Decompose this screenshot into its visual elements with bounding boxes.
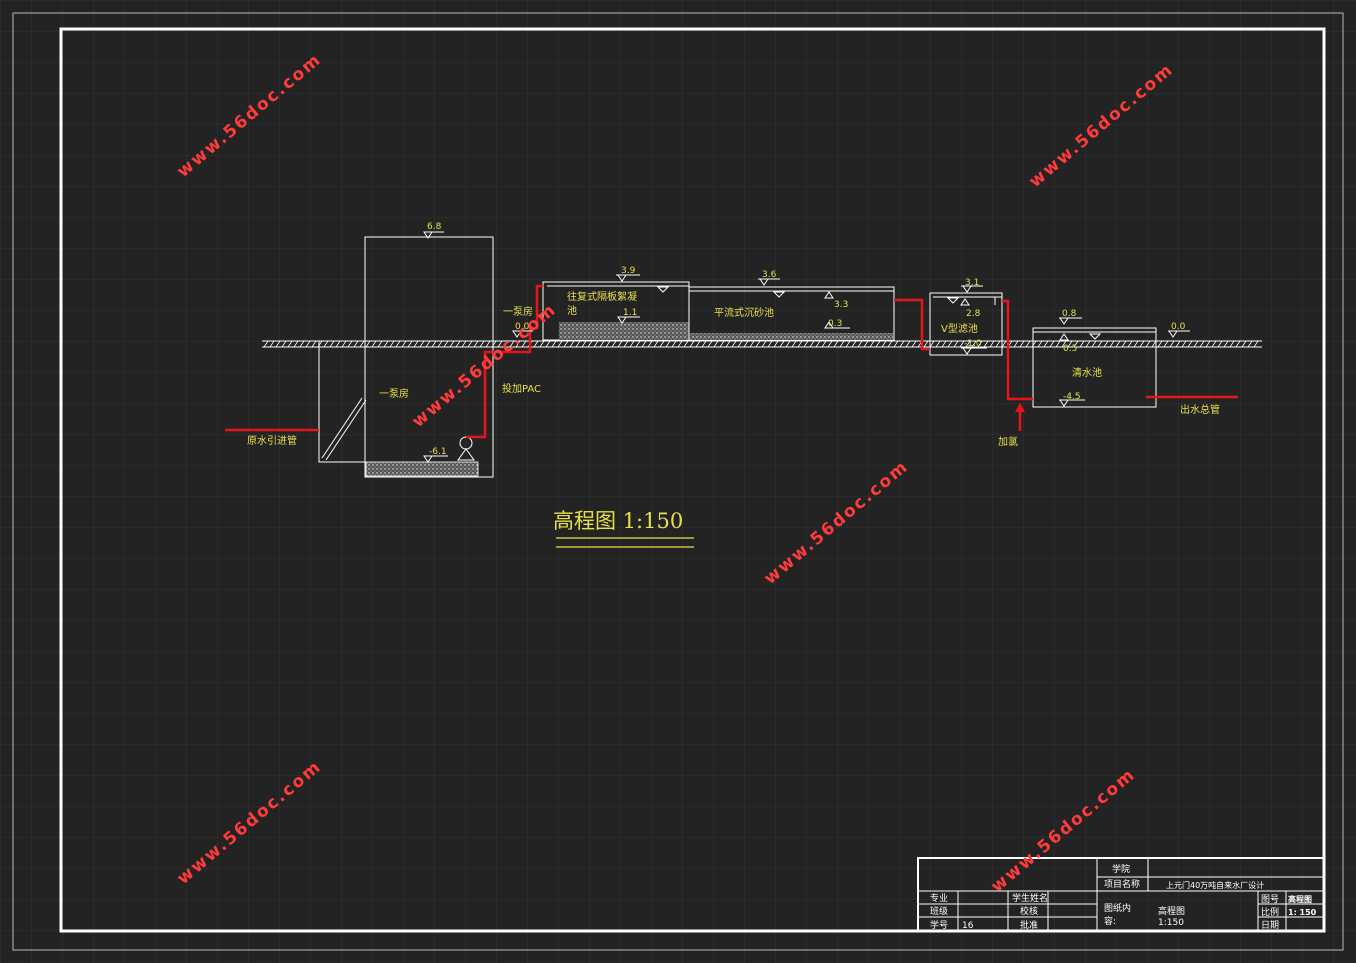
label-v-filter: V型滤池 <box>941 322 978 335</box>
title-block <box>917 857 1325 932</box>
elev-pump-top: 6.8 <box>427 222 442 232</box>
outer-border <box>12 12 1344 951</box>
tb-project-value: 上元门40万吨自来水厂设计 <box>1166 880 1264 890</box>
label-pac-dosing: 投加PAC <box>502 382 541 395</box>
tb-student-label: 学生姓名 <box>1012 892 1048 904</box>
label-sedimentation-tank: 平流式沉砂池 <box>714 306 774 319</box>
tb-date-label: 日期 <box>1261 920 1279 931</box>
tb-content-label-1: 图纸内 <box>1104 902 1131 914</box>
ground-hatch <box>263 340 1259 348</box>
tb-scale-value: 1: 150 <box>1288 908 1317 917</box>
flocculation-sludge-fill <box>559 322 689 340</box>
elevation-markers <box>423 231 1190 463</box>
tb-figno-label: 图号 <box>1261 894 1279 905</box>
sedimentation-bottom-fill <box>690 333 893 340</box>
label-pump-house: 一泵房 <box>379 387 409 400</box>
elev-pump-bottom: -6.1 <box>429 447 447 457</box>
elev-cw-top: 0.8 <box>1062 309 1077 319</box>
elev-sed-bottom: 0.3 <box>828 319 842 329</box>
tb-major-label: 专业 <box>930 892 948 904</box>
label-pump-house-tag: 一泵房 <box>503 305 533 318</box>
tb-check-label: 校核 <box>1020 905 1038 917</box>
label-clear-water-tank: 清水池 <box>1072 366 1102 379</box>
tb-project-label: 项目名称 <box>1104 878 1140 890</box>
label-chlorination: 加氯 <box>998 435 1018 448</box>
elev-sed-top: 3.6 <box>762 270 777 280</box>
tb-approve-label: 批准 <box>1020 919 1038 931</box>
elev-ground-right: 0.0 <box>1171 322 1186 332</box>
tb-id-value: 16 <box>962 921 974 931</box>
elev-vf-water: 2.8 <box>966 309 981 319</box>
drawing-title: 高程图 1:150 <box>553 509 683 533</box>
label-flocculation-tank-2: 池 <box>567 304 577 317</box>
label-raw-water-pipe: 原水引进管 <box>247 434 297 447</box>
elev-vf-top: 3.1 <box>965 278 979 288</box>
tb-content-label-2: 容: <box>1104 915 1116 927</box>
elev-floc-top: 3.9 <box>621 266 636 276</box>
tb-class-label: 班级 <box>930 905 948 917</box>
clear-water-tank <box>1032 327 1157 408</box>
pump-sump-fill <box>365 461 479 477</box>
elev-cw-bottom: -4.5 <box>1063 392 1081 402</box>
label-flocculation-tank-1: 往复式隔板絮凝 <box>567 290 637 303</box>
tb-scale-label: 比例 <box>1261 906 1279 918</box>
label-outlet-pipe: 出水总管 <box>1180 403 1220 416</box>
elev-ground-left: 0.0 <box>515 322 530 332</box>
elev-vf-bottom: -1.0 <box>964 339 982 349</box>
process-pipes <box>225 284 1238 439</box>
elev-sed-water: 3.3 <box>834 300 848 310</box>
elev-floc-water: 1.1 <box>623 308 637 318</box>
tb-id-label: 学号 <box>930 919 948 931</box>
inner-border <box>59 27 1326 933</box>
tb-content-value-2: 1:150 <box>1158 918 1184 928</box>
v-filter-tank <box>929 292 1003 356</box>
elev-cw-water: 0.5 <box>1063 344 1077 354</box>
tb-school-label: 学院 <box>1112 863 1130 875</box>
tb-content-value-1: 高程图 <box>1158 905 1185 917</box>
tb-figno-value: 高程图 <box>1288 894 1312 904</box>
